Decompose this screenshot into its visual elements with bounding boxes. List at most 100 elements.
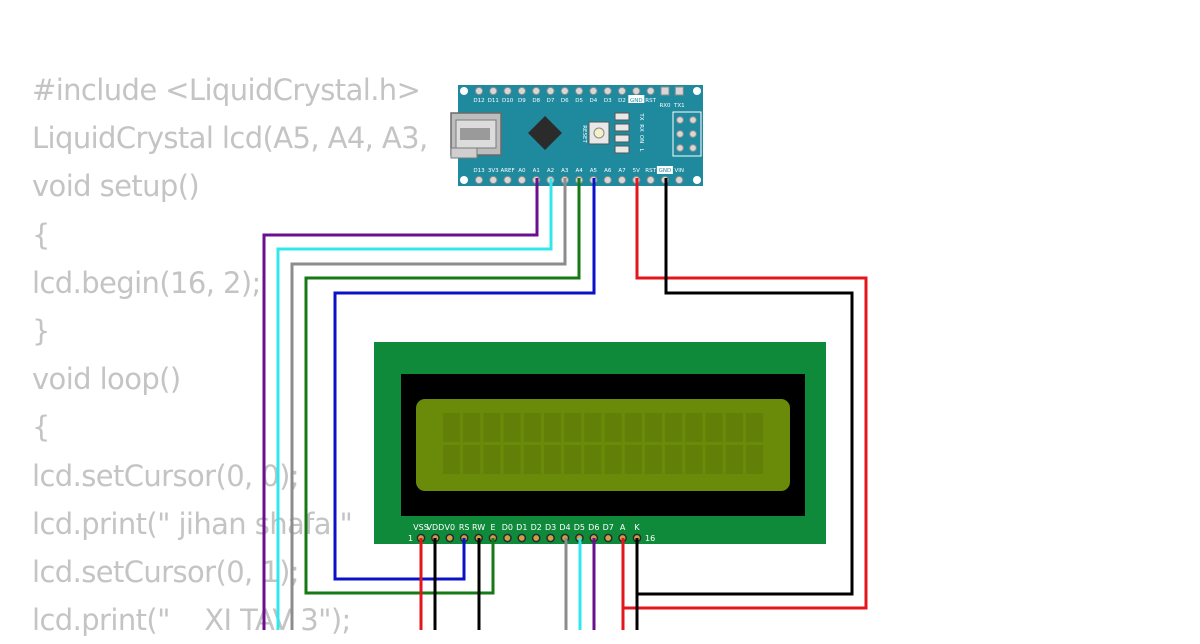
nano-pin[interactable] [575,86,584,96]
nano-pin-label: D3 [604,98,612,104]
lcd-cell [604,413,622,442]
lcd-cell [604,445,622,474]
lcd-pin-label: D7 [603,523,614,532]
icsp-pin[interactable] [676,144,684,152]
nano-pin[interactable] [517,86,527,96]
icsp-header [672,111,702,157]
lcd-cell [746,445,763,474]
nano-pin-label: A1 [533,168,540,174]
nano-pin[interactable] [503,86,512,96]
nano-pin[interactable] [474,86,484,96]
nano-pin[interactable] [532,86,541,96]
nano-pin[interactable] [617,86,627,96]
lcd-pin-label: D6 [588,523,599,532]
code-line: { [32,410,50,445]
nano-pin[interactable] [489,86,498,96]
lcd-cell [584,445,602,474]
nano-pin-label: GND [630,98,643,104]
nano-pin[interactable] [646,86,655,96]
usb-connector-icon [450,112,502,159]
nano-pin[interactable] [632,86,641,96]
icsp-outline [672,111,702,157]
icsp-pin[interactable] [676,130,684,138]
nano-pin[interactable] [646,175,655,185]
reset-button[interactable] [588,121,610,145]
lcd-cell [624,413,642,442]
nano-pin[interactable] [474,175,484,185]
lcd-cell [725,445,743,474]
icsp-pin[interactable] [689,144,697,152]
nano-pin[interactable] [603,86,612,96]
wire-a1-purple [262,178,539,630]
code-line: LiquidCrystal lcd(A5, A4, A3, [32,121,428,156]
nano-pin-label: D12 [473,98,484,104]
led-icon [614,145,630,154]
nano-pin[interactable] [546,86,555,96]
nano-pin[interactable] [589,86,598,96]
nano-pin-label: D9 [518,98,526,104]
lcd-pin-label: D3 [545,523,556,532]
nano-pin-label: D10 [502,98,514,104]
code-line: void setup() [32,169,200,204]
lcd-pin[interactable] [603,533,613,543]
lcd-pin[interactable] [445,533,455,543]
nano-pin-label: RST [645,168,656,174]
icsp-pin[interactable] [689,130,697,138]
lcd-pin-last-label: 16 [645,534,655,543]
lcd-pin-label: K [634,523,640,532]
lcd-pin[interactable] [531,533,541,543]
led-icon [614,134,630,143]
lcd-cell [705,445,723,474]
icsp-pin[interactable] [676,116,684,124]
code-line: #include <LiquidCrystal.h> [32,73,421,107]
icsp-pin[interactable] [689,116,697,124]
lcd-pin-label: D1 [516,523,527,532]
nano-pin[interactable] [503,175,512,185]
lcd-cell [544,445,561,474]
nano-pin-label: VIN [674,168,684,174]
code-line: lcd.begin(16, 2); [32,265,261,300]
lcd-cell [463,413,481,442]
nano-pin[interactable] [674,86,684,96]
lcd-cell [523,445,541,474]
lcd-cell [564,413,582,442]
nano-pin[interactable] [517,175,527,185]
nano-pin[interactable] [617,175,627,185]
wire-a5-blue [333,178,596,581]
lcd-pin-label: VDD [427,523,445,532]
lcd-cell [746,413,763,442]
nano-pin[interactable] [489,175,498,185]
nano-pin[interactable] [603,175,612,185]
lcd-pin[interactable] [546,533,555,543]
lcd-cell [725,413,743,442]
nano-pin[interactable] [675,175,684,185]
lcd-cell [483,413,501,442]
mount-hole [460,176,468,184]
lcd-cell [665,413,683,442]
lcd-cell [665,445,683,474]
nano-pin-label: A3 [561,168,569,174]
nano-pin[interactable] [660,86,670,96]
lcd-pin-label: A [620,523,626,532]
lcd-pin-label: D4 [559,523,570,532]
lcd-cell [685,413,703,442]
mount-hole [693,87,701,95]
lcd-cell [624,445,642,474]
lcd-cell [503,413,521,442]
lcd-pin[interactable] [503,533,512,543]
nano-pin-label: AREF [500,168,514,174]
lcd-pin[interactable] [517,533,527,543]
mount-hole [693,176,701,184]
lcd-cell [483,445,501,474]
nano-pin[interactable] [560,86,569,96]
nano-pin-label: 3V3 [488,168,499,174]
lcd-cell [564,445,582,474]
code-line: void loop() [32,362,181,397]
lcd-cell [544,413,561,442]
nano-pin-label: D6 [561,98,569,104]
nano-pin-label: A0 [518,168,526,174]
